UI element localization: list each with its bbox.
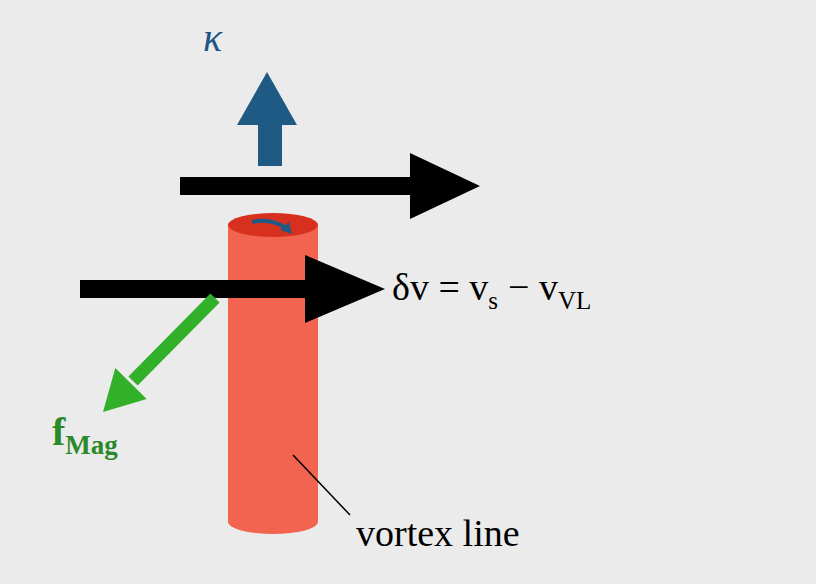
formula-subscript: VL: [558, 287, 591, 314]
force-label: fMag: [52, 412, 118, 459]
velocity-formula: δv = vs − vVL: [392, 268, 591, 313]
magnus-force-arrow: [103, 298, 215, 412]
formula-subscript: s: [488, 287, 498, 314]
flow-arrow: [180, 153, 480, 219]
leader-line: [293, 455, 350, 515]
relative-velocity-arrow: [80, 255, 385, 323]
vortex-cylinder: [228, 213, 318, 534]
vortex-label: vortex line: [356, 514, 520, 552]
vortex-label-text: vortex line: [356, 512, 520, 554]
formula-part: δv = v: [392, 266, 488, 308]
formula-part: − v: [508, 266, 558, 308]
kappa-label: κ: [203, 18, 222, 58]
force-symbol: f: [52, 409, 65, 454]
force-subscript: Mag: [65, 430, 117, 460]
circulation-arrow: [237, 72, 297, 166]
kappa-symbol: κ: [203, 15, 222, 60]
